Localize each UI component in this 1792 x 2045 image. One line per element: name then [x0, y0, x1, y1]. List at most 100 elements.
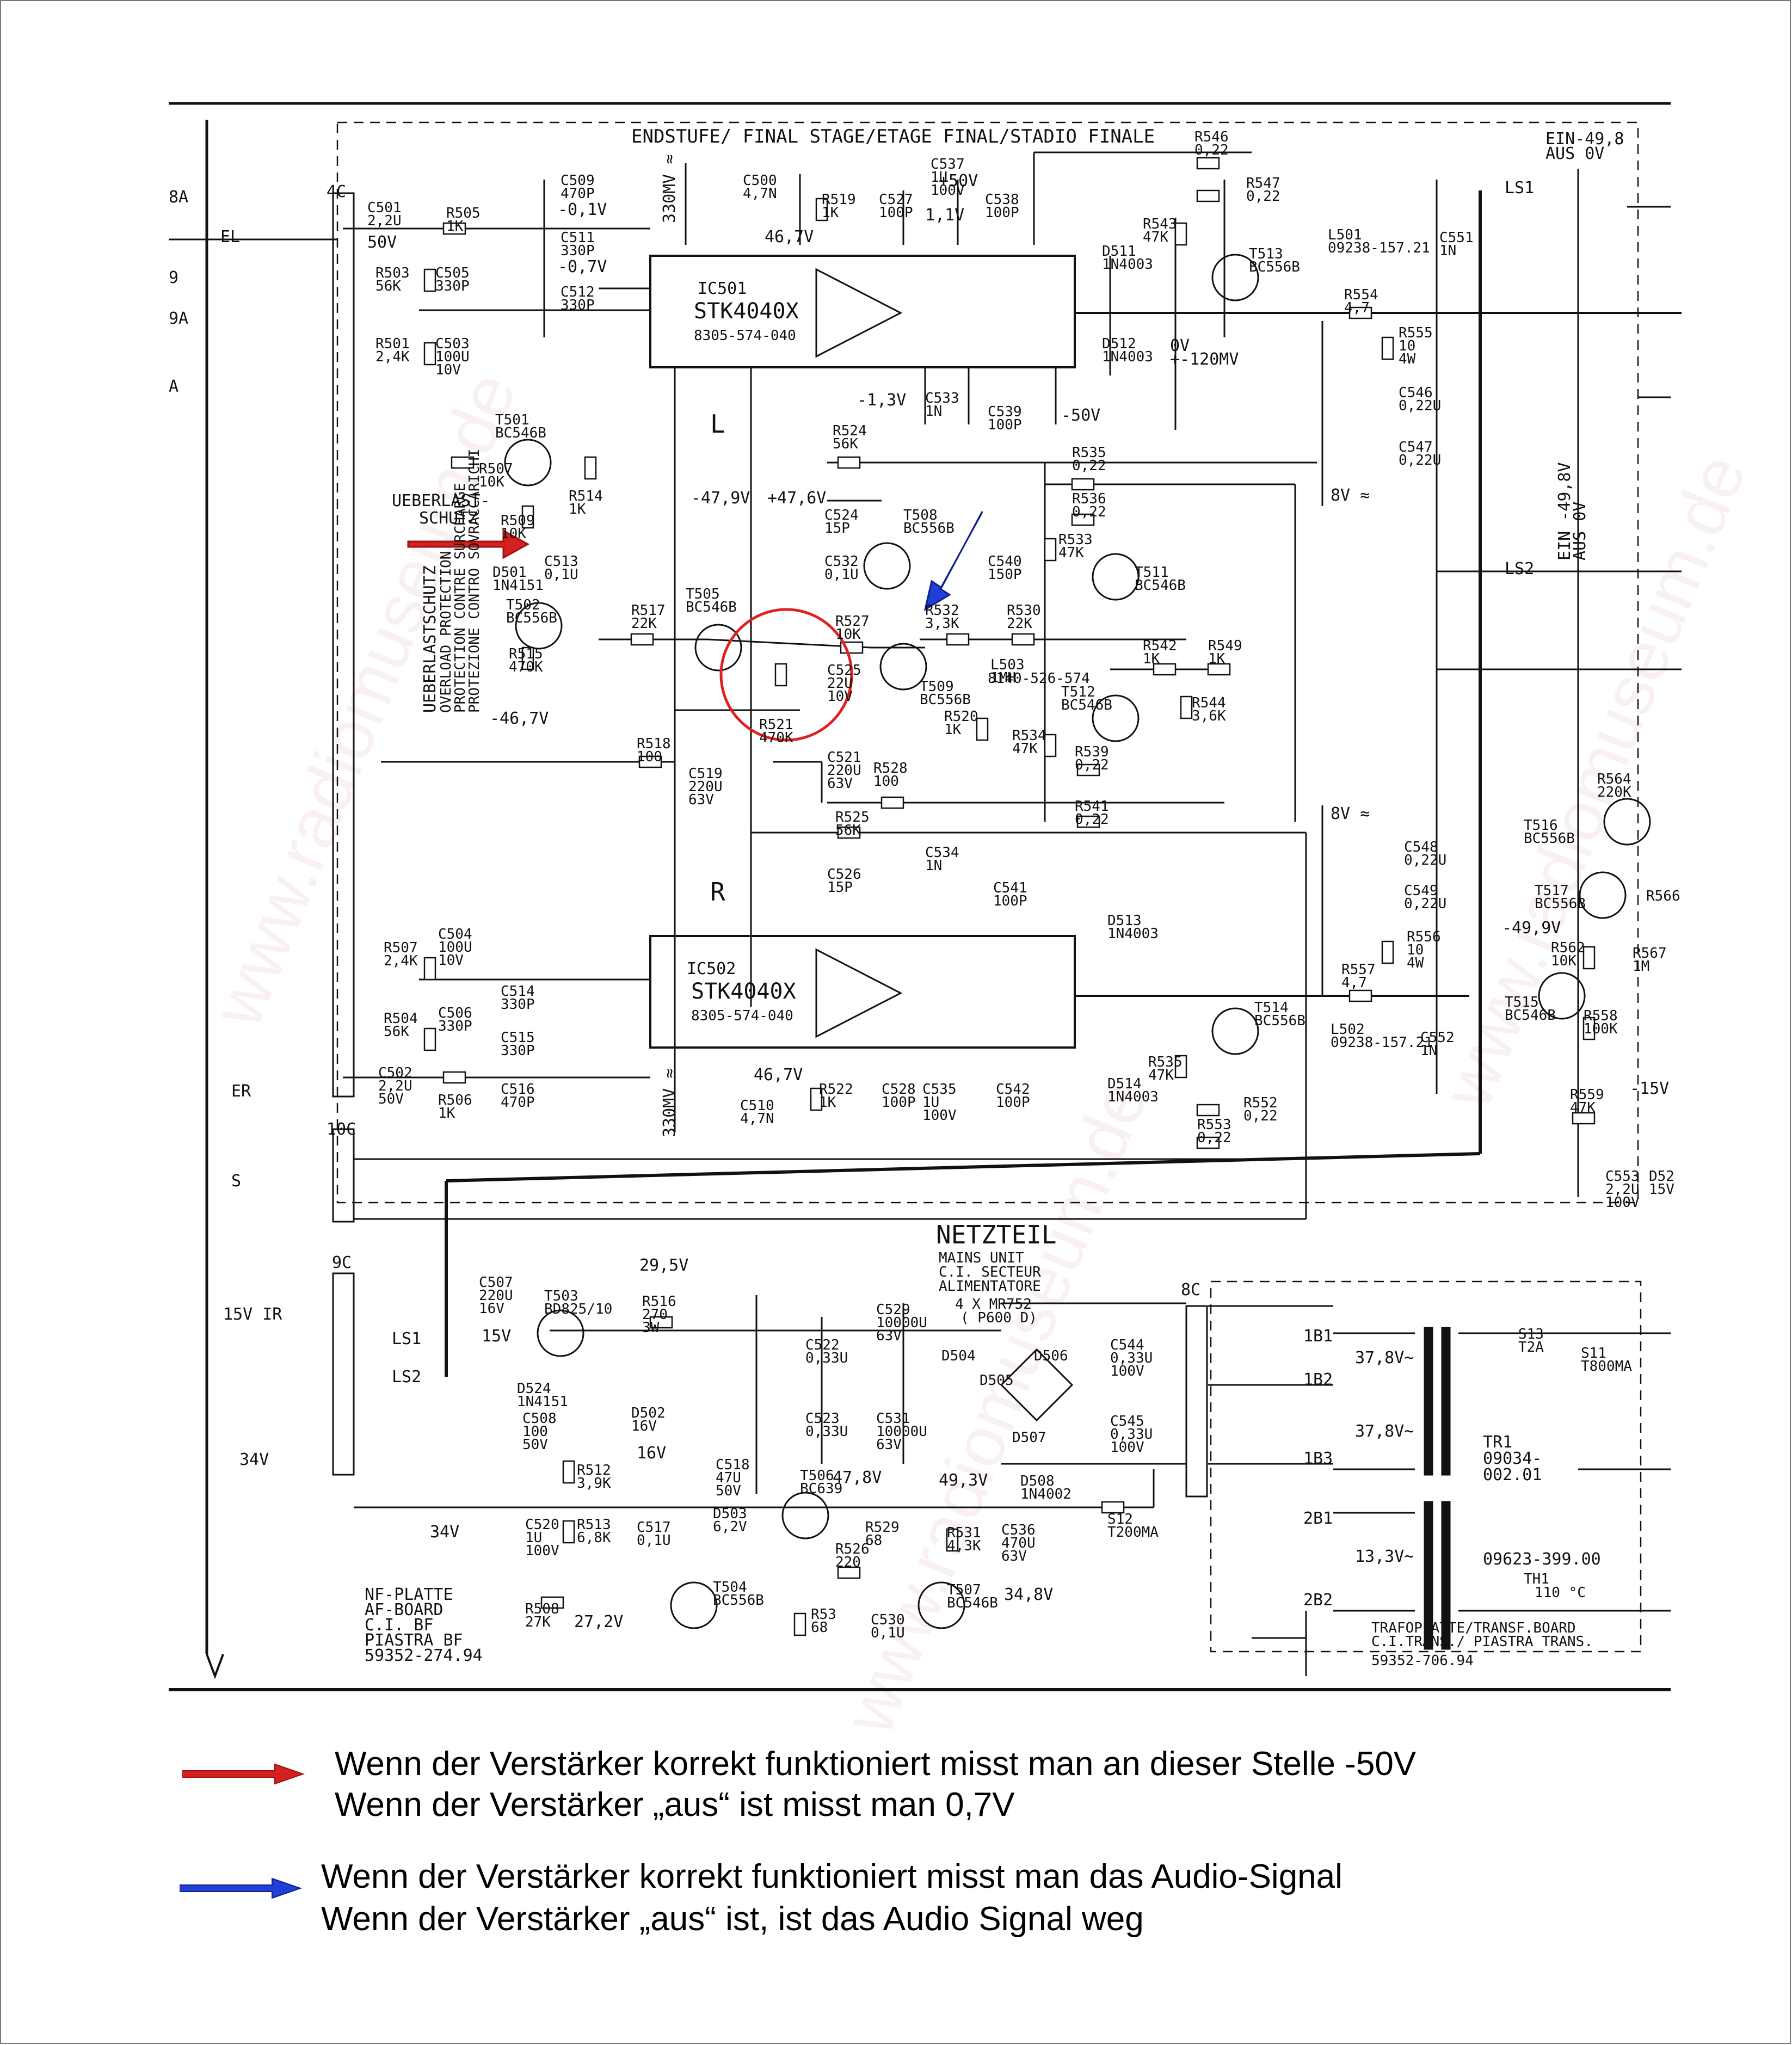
transformer-2: 09034- [1483, 1449, 1542, 1468]
protection-label-1: UEBERLAST- [392, 491, 490, 510]
transformer-board-1: TRAFOPLATTE/TRANSF.BOARD [1371, 1620, 1576, 1636]
ic501-part: 8305-574-040 [694, 328, 796, 344]
voltage-neg46-7: -46,7V [490, 709, 549, 728]
connector-2b2: 2B2 [1303, 1591, 1333, 1610]
component-label: D507 [1012, 1430, 1046, 1446]
connector-8a: 8A [169, 188, 188, 207]
af-board-4: PIASTRA BF [365, 1631, 463, 1650]
voltage-120mv: +-120MV [1170, 350, 1239, 369]
ic502-name: IC502 [687, 959, 736, 978]
voltage-29-5: 29,5V [639, 1256, 688, 1275]
rectifier-type: ( P600 D) [960, 1310, 1037, 1326]
voltage-neg15: -15V [1630, 1079, 1669, 1098]
af-board-3: C.I. BF [365, 1616, 433, 1635]
transformer-1: TR1 [1483, 1433, 1512, 1452]
mains-unit-title: NETZTEIL [936, 1220, 1057, 1249]
voltage-34-8: 34,8V [1004, 1585, 1053, 1604]
connector-4c: 4C [327, 182, 346, 201]
connector-1b2: 1B2 [1303, 1370, 1333, 1389]
voltage-neg0-1: -0,1V [558, 200, 607, 219]
voltage-46-7-top: 46,7V [765, 227, 814, 247]
voltage-neg0-7: -0,7V [558, 257, 607, 276]
voltage-50v: 50V [367, 233, 397, 252]
protection-vertical-2: OVERLOAD PROTECTION [438, 551, 454, 713]
voltage-8v-bottom: 8V ≈ [1331, 804, 1370, 823]
voltage-34v: 34V [430, 1523, 459, 1542]
voltage-330mv-top: 330MV ≈ [660, 155, 679, 223]
connector-ls2-psu: LS2 [392, 1368, 421, 1387]
af-board-2: AF-BOARD [365, 1600, 444, 1619]
red-arrow-marker [407, 529, 530, 559]
schematic-diagram: ENDSTUFE/ FINAL STAGE/ETAGE FINAL/STADIO… [169, 102, 1682, 1691]
mains-unit-fr: C.I. SECTEUR [939, 1264, 1041, 1280]
rectifier-label: 4 X MR752 [955, 1296, 1032, 1313]
af-board-1: NF-PLATTE [365, 1585, 453, 1604]
connector-er: ER [231, 1082, 251, 1101]
component-label: R566 [1646, 888, 1680, 904]
voltage-27-2: 27,2V [574, 1612, 623, 1631]
connector-9a: 9A [169, 309, 188, 328]
connector-1b3: 1B3 [1303, 1449, 1333, 1468]
thermal-2: 110 °C [1535, 1585, 1586, 1601]
switch-side-2: AUS 0V [1571, 502, 1590, 560]
connector-a: A [169, 377, 178, 396]
voltage-16v: 16V [637, 1444, 666, 1463]
